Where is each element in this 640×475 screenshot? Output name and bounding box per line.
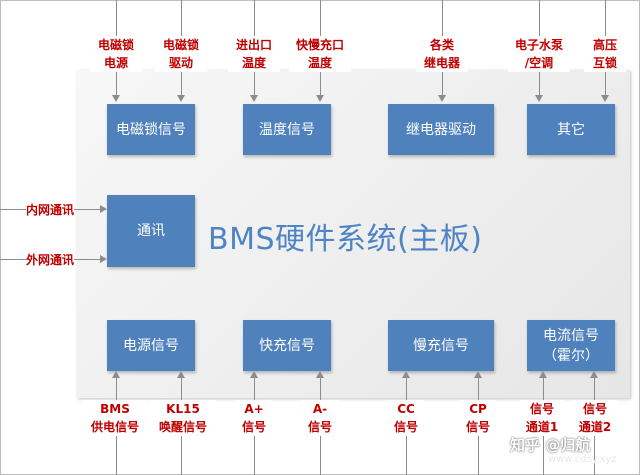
block-other: 其它 (527, 104, 615, 155)
block-power-signal: 电源信号 (107, 320, 195, 371)
arrow-up-icon (112, 371, 120, 378)
label-relays: 各类继电器 (416, 36, 468, 72)
board-title: BMS硬件系统(主板) (208, 222, 483, 257)
label-a-minus: A-信号 (302, 400, 338, 436)
label-a-plus: A+信号 (236, 400, 272, 436)
block-slow-charge: 慢充信号 (388, 320, 494, 371)
arrow-right-icon (100, 205, 107, 213)
block-comm: 通讯 (107, 195, 195, 267)
arrow-up-icon (250, 371, 258, 378)
arrow-up-icon (177, 371, 185, 378)
label-inlet-temp: 进出口温度 (228, 36, 280, 72)
arrow-up-icon (539, 371, 547, 378)
watermark-url: www.cdsy.xyz (548, 454, 617, 465)
arrow-up-icon (316, 371, 324, 378)
arrow-down-icon (177, 95, 185, 102)
arrow-up-icon (402, 371, 410, 378)
block-current-signal: 电流信号 （霍尔） (527, 320, 615, 371)
arrow-down-icon (601, 95, 609, 102)
label-pump-ac: 电子水泵/空调 (508, 36, 570, 72)
arrow-up-icon (474, 371, 482, 378)
arrow-down-icon (250, 95, 258, 102)
label-ch1: 信号通道1 (520, 400, 564, 436)
block-elock-signal: 电磁锁信号 (107, 104, 195, 155)
block-fast-charge: 快充信号 (243, 320, 331, 371)
label-elock-drive: 电磁锁驱动 (155, 36, 207, 72)
arrow-down-icon (535, 95, 543, 102)
label-internal-comm: 内网通讯 (26, 201, 75, 218)
arrow-down-icon (438, 95, 446, 102)
block-temp-signal: 温度信号 (243, 104, 331, 155)
arrow-down-icon (112, 95, 120, 102)
label-ch2: 信号通道2 (573, 400, 617, 436)
arrow-down-icon (316, 95, 324, 102)
label-external-comm: 外网通讯 (26, 251, 75, 268)
arrow-up-icon (590, 371, 598, 378)
label-port-temp: 快慢充口温度 (289, 36, 351, 72)
label-hv-interlock: 高压互锁 (584, 36, 626, 72)
block-relay-drive: 继电器驱动 (388, 104, 494, 155)
watermark: 知乎 @归航 (510, 436, 591, 454)
arrow-right-icon (100, 255, 107, 263)
label-elock-power: 电磁锁电源 (90, 36, 142, 72)
